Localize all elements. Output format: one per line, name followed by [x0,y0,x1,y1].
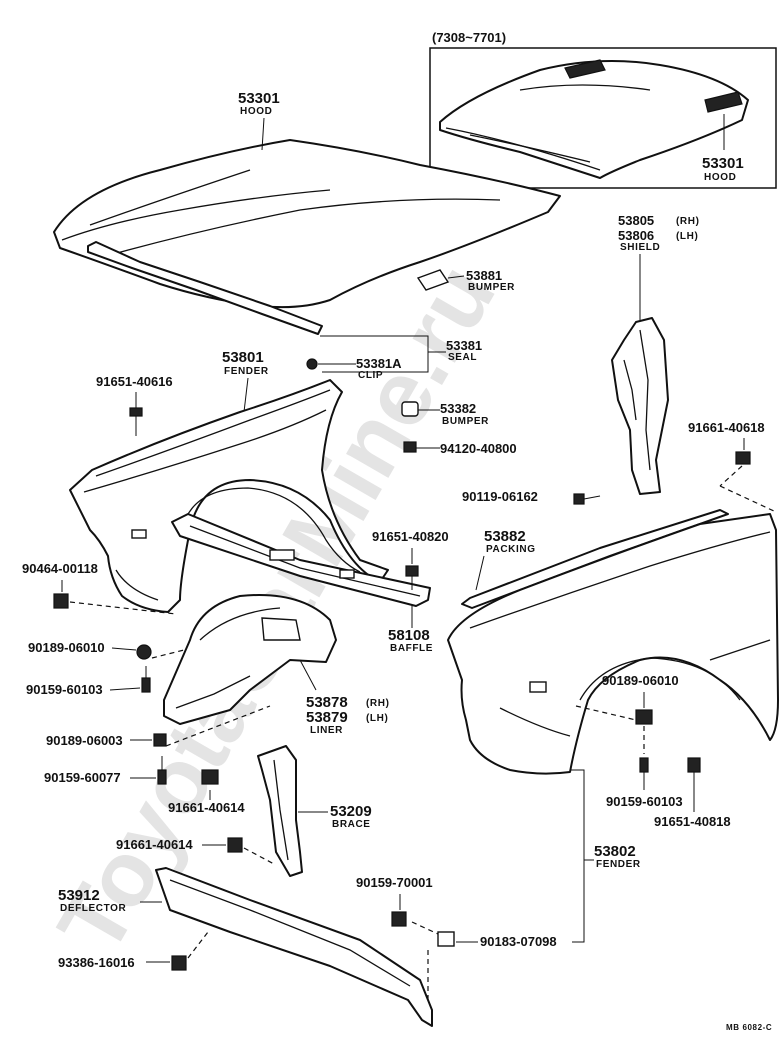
nut-90189-06010-left-label: 90189-06010 [28,640,105,655]
seal-number: 53381 [446,338,482,353]
deflector-drawing [155,867,433,1027]
nut-90189-06010-left-group: 90189-06010 [28,640,201,660]
brace-name: BRACE [332,819,371,830]
hood-part-name: HOOD [240,106,272,117]
bolt-91661-40614-a-label: 91661-40614 [168,800,245,815]
fender-right-group: 53882 PACKING 53802 FENDER [447,509,779,943]
seal-name: SEAL [448,352,477,363]
bolt-90119-06162-group: 90119-06162 [462,489,601,505]
nut-94120-label: 94120-40800 [440,441,517,456]
fender-left-number: 53801 [222,349,264,366]
hood-part-number: 53301 [238,90,280,107]
fender-left-name: FENDER [224,366,269,377]
fender-left-group: 53801 FENDER 58108 BAFFLE [69,349,433,654]
deflector-number: 53912 [58,887,100,904]
bolt-91661-40614-a-group: 91661-40614 [168,769,245,815]
hood-drawing [53,139,561,309]
bolt-90119-06162-label: 90119-06162 [462,489,538,504]
clip-number: 53381A [356,356,402,371]
fender-left-drawing [69,379,389,613]
packing-number: 53882 [484,528,526,545]
clip-90183-07098-label: 90183-07098 [480,934,557,949]
shield-lh-side: (LH) [676,231,698,242]
bolt-91651-40818-label: 91651-40818 [654,814,731,829]
clip-name: CLIP [358,370,383,381]
bumper-53382-number: 53382 [440,401,476,416]
bolt-91651-40616-label: 91651-40616 [96,374,173,389]
bumper-53881-group: 53881 BUMPER [416,268,515,293]
shield-rh-side: (RH) [676,216,700,227]
hood-seal-strip [87,241,323,335]
brace-number: 53209 [330,803,372,820]
bumper-53881-number: 53881 [466,268,502,283]
screw-93386-16016-group: 93386-16016 [58,931,209,971]
screw-90159-70001-label: 90159-70001 [356,875,433,890]
inset-part-name: HOOD [704,172,736,183]
bolt-91661-40614-b-label: 91661-40614 [116,837,193,852]
screw-90159-60103-left-label: 90159-60103 [26,682,103,697]
shield-rh-number: 53805 [618,213,654,228]
bolt-91651-40820-group: 91651-40820 [372,529,449,590]
bolt-91651-40616-group: 91651-40616 [96,374,173,436]
packing-strip [461,509,729,609]
seal-clip-group: 53381 SEAL 53381A CLIP [306,335,482,381]
screw-90159-70001-group: 90159-70001 [356,875,439,935]
clip-90183-07098-group: 90183-07098 [427,931,557,1000]
bumper-53382-group: 53382 BUMPER 94120-40800 [401,401,517,456]
liner-rh-number: 53878 [306,694,348,711]
deflector-group: 53912 DEFLECTOR [58,867,433,1027]
inset-hood-drawing [439,59,749,179]
doc-code: MB 6082-C [726,1023,772,1032]
brace-group: 53209 BRACE [257,745,372,877]
screw-90159-60077-label: 90159-60077 [44,770,121,785]
bolt-91661-40618-group: 91661-40618 [688,420,777,513]
liner-name: LINER [310,725,343,736]
liner-group: 53878 (RH) 53879 (LH) LINER [163,594,390,736]
shield-drawing [611,317,669,495]
nut-90464-00118-group: 90464-00118 [22,561,177,615]
screw-90159-60077-group: 90159-60077 [44,756,167,785]
bolt-91651-40818-group: 91651-40818 [654,757,731,829]
screw-90159-60103-right-group: 90159-60103 [606,757,683,809]
bumper-53382-name: BUMPER [442,416,489,427]
nut-90189-06010-right-label: 90189-06010 [602,673,679,688]
nut-90189-06003-group: 90189-06003 [46,705,271,748]
fender-right-drawing [447,513,779,775]
liner-rh-side: (RH) [366,698,390,709]
inset-title: (7308~7701) [432,30,506,45]
shield-lh-number: 53806 [618,228,654,243]
shield-group: 53805 (RH) 53806 (LH) SHIELD [611,213,700,495]
nut-90189-06003-label: 90189-06003 [46,733,123,748]
deflector-name: DEFLECTOR [60,903,127,914]
screw-90159-60103-left-group: 90159-60103 [26,666,151,697]
liner-lh-number: 53879 [306,709,348,726]
screw-93386-16016-label: 93386-16016 [58,955,135,970]
shield-name: SHIELD [620,242,660,253]
nut-90189-06010-right-group: 90189-06010 [575,673,679,754]
fender-right-name: FENDER [596,859,641,870]
fender-right-number: 53802 [594,843,636,860]
inset-part-number: 53301 [702,155,744,172]
baffle-number: 58108 [388,627,430,644]
inset-box: (7308~7701) 53301 HOOD [429,30,777,189]
packing-name: PACKING [486,544,536,555]
bolt-91661-40614-b-group: 91661-40614 [116,837,275,865]
screw-90159-60103-right-label: 90159-60103 [606,794,683,809]
nut-90464-00118-label: 90464-00118 [22,561,98,576]
bumper-53881-name: BUMPER [468,282,515,293]
hood-group: 53301 HOOD [53,90,561,335]
liner-lh-side: (LH) [366,713,388,724]
baffle-name: BAFFLE [390,643,433,654]
bolt-91661-40618-label: 91661-40618 [688,420,765,435]
bolt-91651-40820-label: 91651-40820 [372,529,449,544]
